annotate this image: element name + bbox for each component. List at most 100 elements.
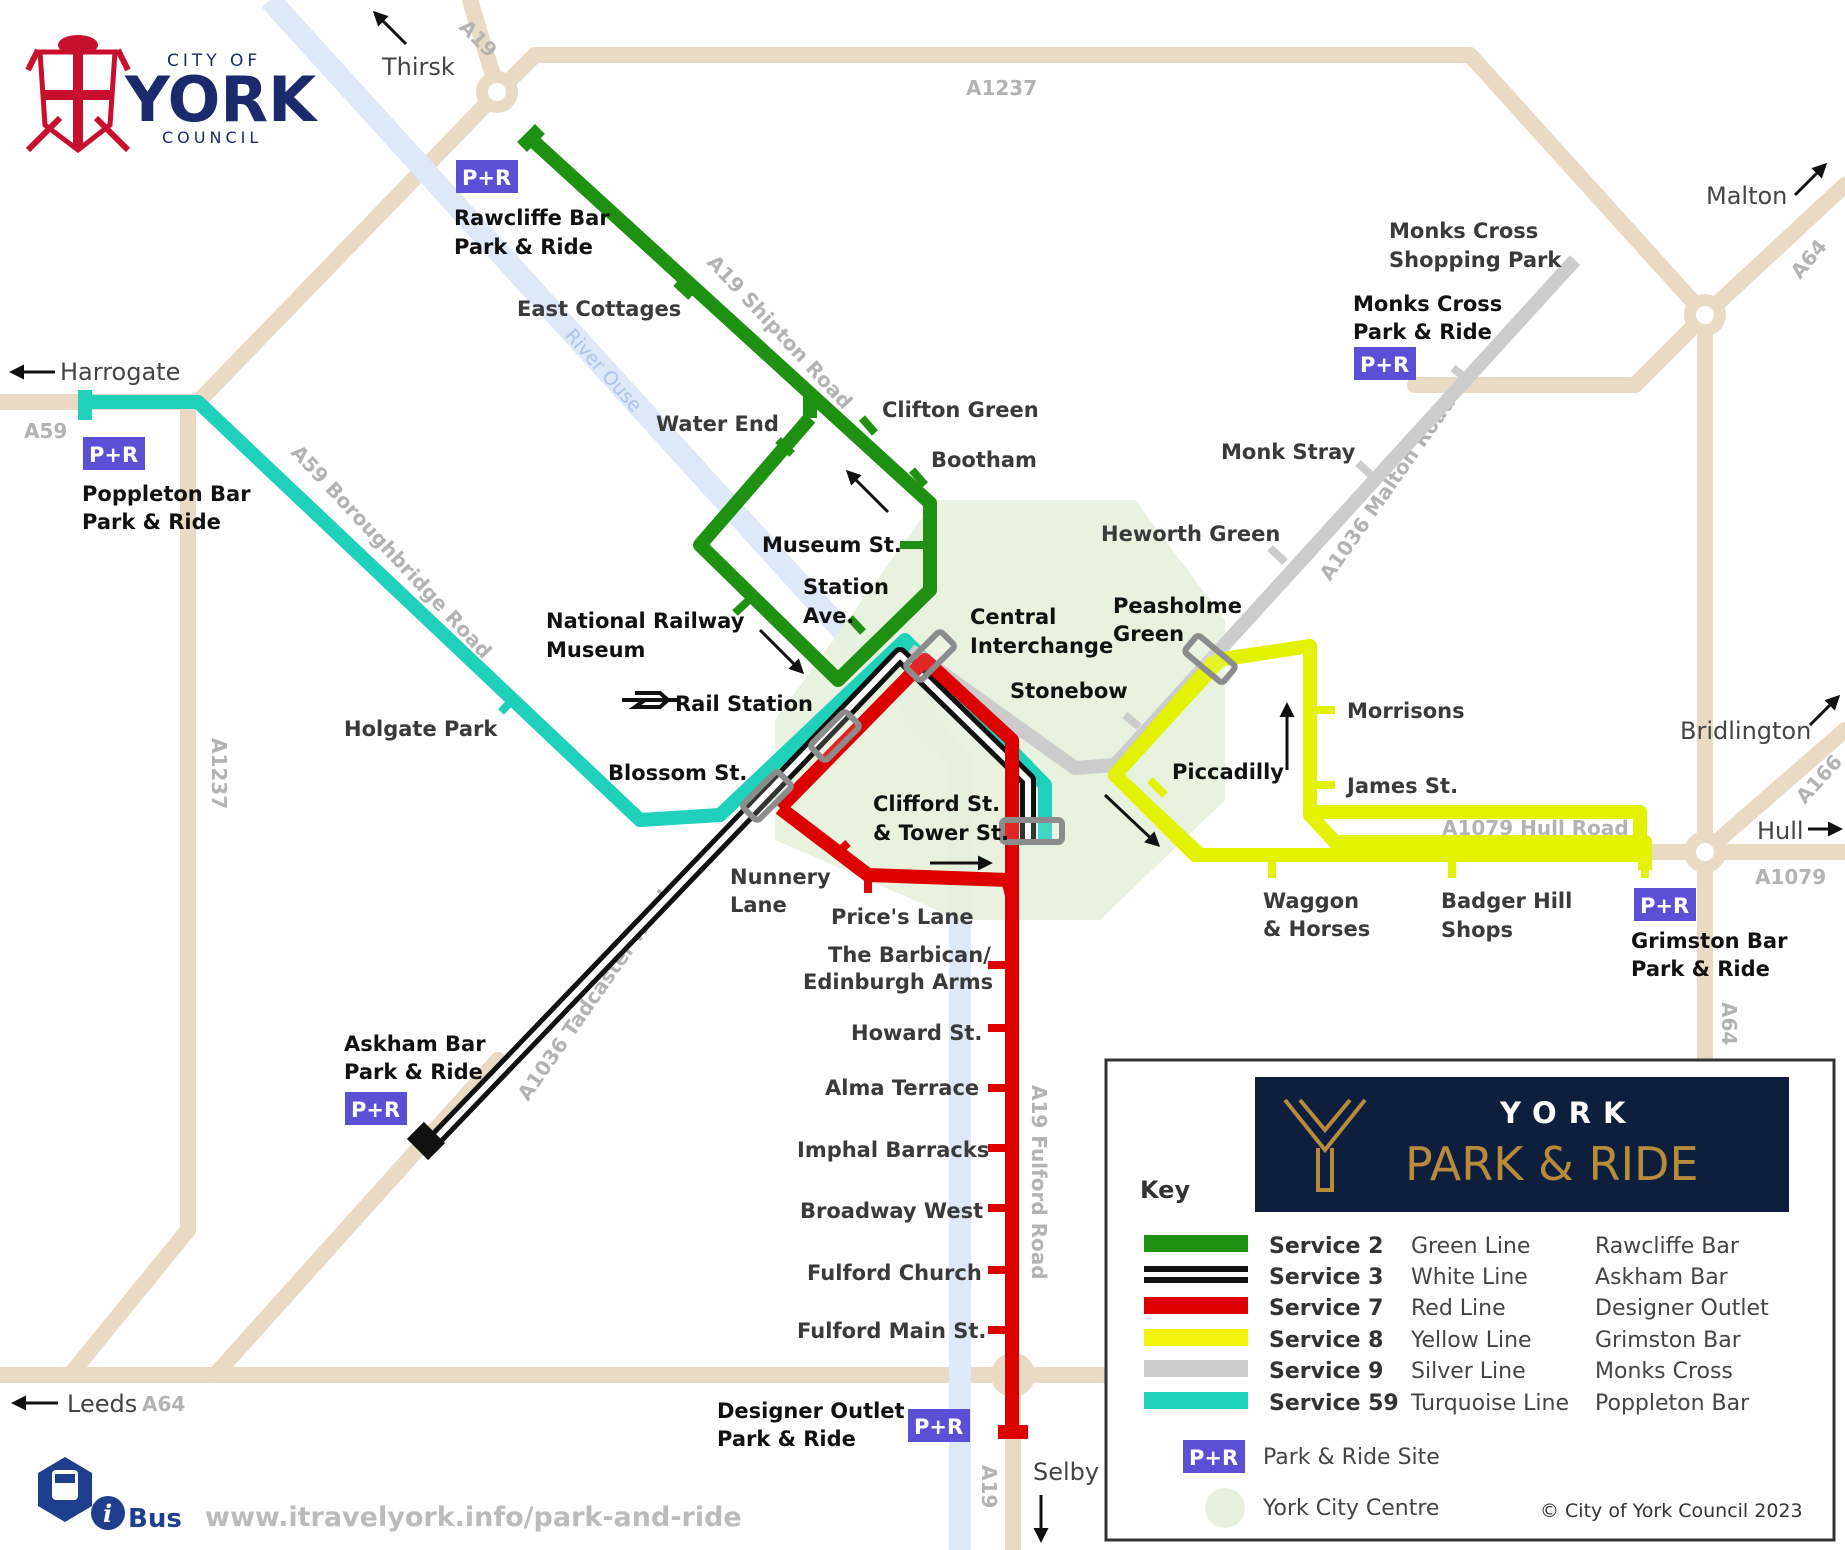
svg-text:P+R: P+R: [89, 443, 138, 467]
key-site: Poppleton Bar: [1595, 1391, 1750, 1416]
route-white: [406, 647, 1036, 1161]
stop-monk-stray: Monk Stray: [1221, 440, 1356, 464]
arrow-bridlington-icon: [1808, 694, 1841, 727]
key-row: Service 2 Green Line Rawcliffe Bar: [1144, 1234, 1740, 1259]
dest-hull: Hull: [1757, 817, 1804, 845]
council-york: YORK: [124, 63, 318, 136]
park-ride-y-logo-icon: [1283, 1098, 1367, 1192]
key-swatch-red: [1144, 1297, 1248, 1314]
key-panel: YORK PARK & RIDE Key Service 2 Green Lin…: [1104, 1058, 1836, 1542]
stop-fulford-church: Fulford Church: [807, 1261, 982, 1285]
stop-holgate-park: Holgate Park: [344, 717, 498, 741]
pr-badge-askham: P+R: [345, 1092, 407, 1125]
ibus-logo-icon: i: [38, 1457, 125, 1530]
key-site: Monks Cross: [1595, 1359, 1733, 1384]
key-line: White Line: [1411, 1265, 1528, 1290]
key-line: Silver Line: [1411, 1359, 1526, 1384]
pr-poppleton-2: Park & Ride: [82, 510, 221, 534]
key-site: Rawcliffe Bar: [1595, 1234, 1740, 1259]
footer-url[interactable]: www.itravelyork.info/park-and-ride: [205, 1502, 742, 1533]
pr-monks-cross-1: Monks Cross: [1353, 292, 1502, 316]
arrow-thirsk-icon: [372, 10, 408, 46]
key-site: Designer Outlet: [1595, 1296, 1769, 1321]
stop-station-ave-2: Ave.: [803, 604, 854, 628]
key-row: Service 8 Yellow Line Grimston Bar: [1144, 1328, 1742, 1353]
park-ride-logo-banner: [1255, 1077, 1789, 1212]
key-logo-york: YORK: [1499, 1096, 1637, 1130]
stop-bootham: Bootham: [931, 448, 1037, 472]
pr-designer-1: Designer Outlet: [717, 1399, 905, 1423]
key-line: Turquoise Line: [1410, 1391, 1569, 1416]
key-site: Askham Bar: [1595, 1265, 1729, 1290]
route-yellow-loop: [1108, 655, 1335, 862]
green-stop-ticks: [673, 280, 929, 635]
stop-clifford-2: & Tower St.: [873, 821, 1009, 845]
pr-badge-grimston: P+R: [1634, 888, 1696, 921]
pr-askham-2: Park & Ride: [344, 1060, 483, 1084]
svg-text:P+R: P+R: [1360, 353, 1409, 377]
york-crest-icon: [25, 35, 131, 154]
stop-stonebow: Stonebow: [1010, 679, 1128, 703]
key-pr-badge: P+R: [1183, 1440, 1245, 1473]
road-label-a64-west: A64: [142, 1392, 185, 1416]
key-swatch-turquoise: [1144, 1392, 1248, 1409]
key-service: Service 59: [1269, 1391, 1399, 1416]
stop-howard-st: Howard St.: [851, 1021, 982, 1045]
svg-text:P+R: P+R: [351, 1098, 400, 1122]
stop-clifton-green: Clifton Green: [882, 398, 1039, 422]
key-title: Key: [1140, 1176, 1190, 1204]
roundabout: [1684, 294, 1726, 336]
pr-badge-poppleton: P+R: [83, 437, 145, 470]
key-row: Service 3 White Line Askham Bar: [1144, 1265, 1729, 1290]
river-ouse-label: River Ouse: [560, 325, 646, 417]
key-line: Green Line: [1411, 1234, 1530, 1259]
roundabout: [476, 71, 518, 113]
dest-leeds: Leeds: [67, 1390, 137, 1418]
stop-piccadilly: Piccadilly: [1172, 760, 1284, 784]
stop-james-st: James St.: [1345, 774, 1458, 798]
dest-selby: Selby: [1033, 1458, 1099, 1486]
svg-text:P+R: P+R: [462, 166, 511, 190]
stop-monks-cross-shop-2: Shopping Park: [1389, 248, 1562, 272]
key-service: Service 8: [1269, 1328, 1383, 1353]
stop-peasholme-1: Peasholme: [1113, 594, 1242, 618]
stop-peasholme-2: Green: [1113, 622, 1184, 646]
flow-arrow-icon: [845, 469, 890, 514]
stop-nrm-2: Museum: [546, 638, 645, 662]
road-label-a19-fulford: A19 Fulford Road: [1027, 1085, 1051, 1280]
arrow-malton-icon: [1793, 162, 1828, 197]
stop-badger-2: Shops: [1441, 918, 1513, 942]
key-centre-swatch: [1205, 1488, 1245, 1528]
flow-arrow-icon: [1103, 793, 1161, 848]
svg-text:P+R: P+R: [914, 1415, 963, 1439]
route-yellow-main: [1213, 639, 1652, 870]
key-logo-park-ride: PARK & RIDE: [1405, 1137, 1699, 1191]
svg-text:i: i: [103, 1499, 112, 1528]
road-label-a1237-top: A1237: [966, 76, 1037, 100]
pr-poppleton-1: Poppleton Bar: [82, 482, 251, 506]
key-swatch-green: [1144, 1235, 1248, 1252]
stop-museum-st: Museum St.: [762, 533, 902, 557]
dest-bridlington: Bridlington: [1680, 717, 1811, 745]
stop-station-ave-1: Station: [803, 575, 889, 599]
stop-monks-cross-shop-1: Monks Cross: [1389, 219, 1538, 243]
stop-fulford-main-st: Fulford Main St.: [797, 1319, 986, 1343]
key-row: Service 59 Turquoise Line Poppleton Bar: [1144, 1391, 1750, 1416]
key-row: Service 9 Silver Line Monks Cross: [1144, 1359, 1733, 1384]
pr-rawcliffe-2: Park & Ride: [454, 235, 593, 259]
pr-grimston-2: Park & Ride: [1631, 957, 1770, 981]
stop-central-2: Interchange: [970, 634, 1113, 658]
stop-alma-terrace: Alma Terrace: [825, 1076, 979, 1100]
road-label-a1079: A1079: [1755, 865, 1826, 889]
road-label-a59-boroughbridge: A59 Boroughbridge Road: [286, 440, 496, 663]
svg-text:P+R: P+R: [1640, 894, 1689, 918]
stop-barbican-1: The Barbican/: [828, 943, 991, 967]
key-service: Service 2: [1269, 1234, 1383, 1259]
council-council: COUNCIL: [162, 128, 262, 147]
stop-waggon-1: Waggon: [1263, 889, 1359, 913]
pr-rawcliffe-1: Rawcliffe Bar: [454, 206, 610, 230]
pr-askham-1: Askham Bar: [344, 1032, 486, 1056]
pr-badge-rawcliffe: P+R: [456, 160, 518, 193]
key-swatch-silver: [1144, 1360, 1248, 1377]
